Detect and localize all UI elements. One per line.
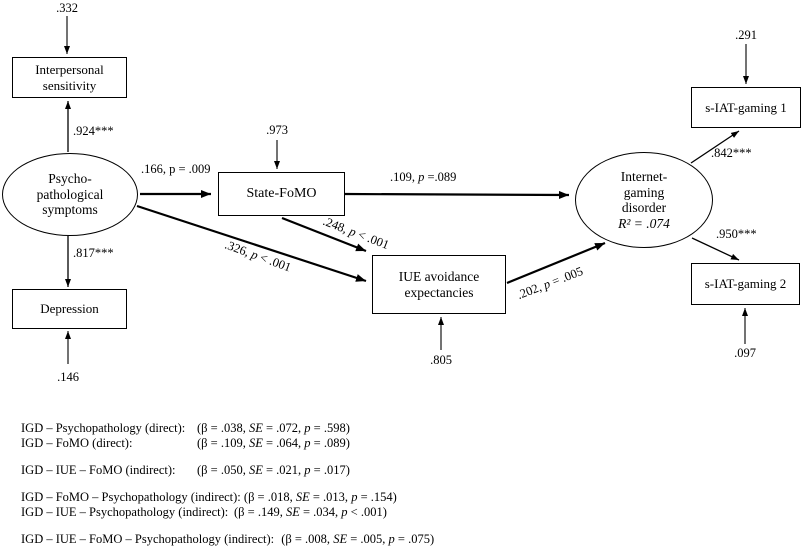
arrow-fomo-to-iue bbox=[281, 216, 367, 253]
error-depression: .146 bbox=[57, 370, 79, 384]
error-iue: .805 bbox=[430, 353, 452, 367]
node-label: Depression bbox=[40, 301, 99, 316]
node-siat-gaming-2: s-IAT-gaming 2 bbox=[691, 263, 800, 305]
path-label-fomo-igd: .109, p =.089 bbox=[390, 170, 457, 184]
arrow-iue-to-igd bbox=[506, 241, 606, 285]
effects-summary: IGD – Psychopathology (direct): (β = .03… bbox=[21, 421, 434, 547]
stat-row-igd-iue-fomo-indirect: IGD – IUE – FoMO (indirect): (β = .050, … bbox=[21, 463, 350, 477]
error-interpersonal: .332 bbox=[56, 1, 78, 15]
loading-psy-depression: .817*** bbox=[73, 246, 114, 260]
stat-row-igd-iue-fomo-psychopathology-indirect: IGD – IUE – FoMO – Psychopathology (indi… bbox=[21, 532, 435, 546]
node-label: State-FoMO bbox=[246, 186, 317, 201]
path-label-psy-fomo: .166, p = .009 bbox=[141, 162, 211, 176]
node-iue-avoidance-expectancies: IUE avoidance expectancies bbox=[372, 255, 506, 314]
arrow-igd-to-siat2 bbox=[691, 237, 740, 261]
igd-r-squared: R² = .074 bbox=[618, 215, 670, 231]
stat-row-igd-fomo-psychopathology-indirect: IGD – FoMO – Psychopathology (indirect):… bbox=[21, 490, 397, 504]
error-siat1: .291 bbox=[735, 28, 757, 42]
node-psychopathological-symptoms: Psycho- pathological symptoms bbox=[2, 153, 138, 236]
node-depression: Depression bbox=[12, 289, 127, 329]
node-siat-gaming-1: s-IAT-gaming 1 bbox=[691, 87, 801, 128]
node-label: Psycho- pathological symptoms bbox=[36, 171, 104, 218]
node-state-fomo: State-FoMO bbox=[218, 172, 345, 216]
node-label: Internet- gaming disorder bbox=[620, 169, 668, 215]
arrow-psy-to-iue bbox=[136, 204, 367, 283]
node-label: s-IAT-gaming 2 bbox=[704, 276, 787, 291]
error-siat2: .097 bbox=[734, 346, 756, 360]
error-state-fomo: .973 bbox=[266, 123, 288, 137]
stat-row-igd-psychopathology-direct: IGD – Psychopathology (direct): (β = .03… bbox=[21, 421, 350, 435]
node-internet-gaming-disorder: Internet- gaming disorder R² = .074 bbox=[575, 152, 713, 248]
node-label: Interpersonal sensitivity bbox=[35, 61, 104, 93]
arrow-fomo-to-igd bbox=[344, 190, 570, 199]
loading-igd-siat1: .842*** bbox=[711, 146, 752, 160]
stat-row-igd-fomo-direct: IGD – FoMO (direct): (β = .109, SE = .06… bbox=[21, 436, 350, 450]
node-label: s-IAT-gaming 1 bbox=[705, 99, 787, 115]
node-label: IUE avoidance expectancies bbox=[398, 268, 480, 300]
loading-igd-siat2: .950*** bbox=[716, 227, 757, 241]
arrow-igd-to-siat1 bbox=[690, 130, 740, 164]
node-interpersonal-sensitivity: Interpersonal sensitivity bbox=[12, 57, 127, 98]
stat-row-igd-iue-psychopathology-indirect: IGD – IUE – Psychopathology (indirect): … bbox=[21, 505, 387, 519]
loading-psy-interpersonal: .924*** bbox=[73, 124, 114, 138]
